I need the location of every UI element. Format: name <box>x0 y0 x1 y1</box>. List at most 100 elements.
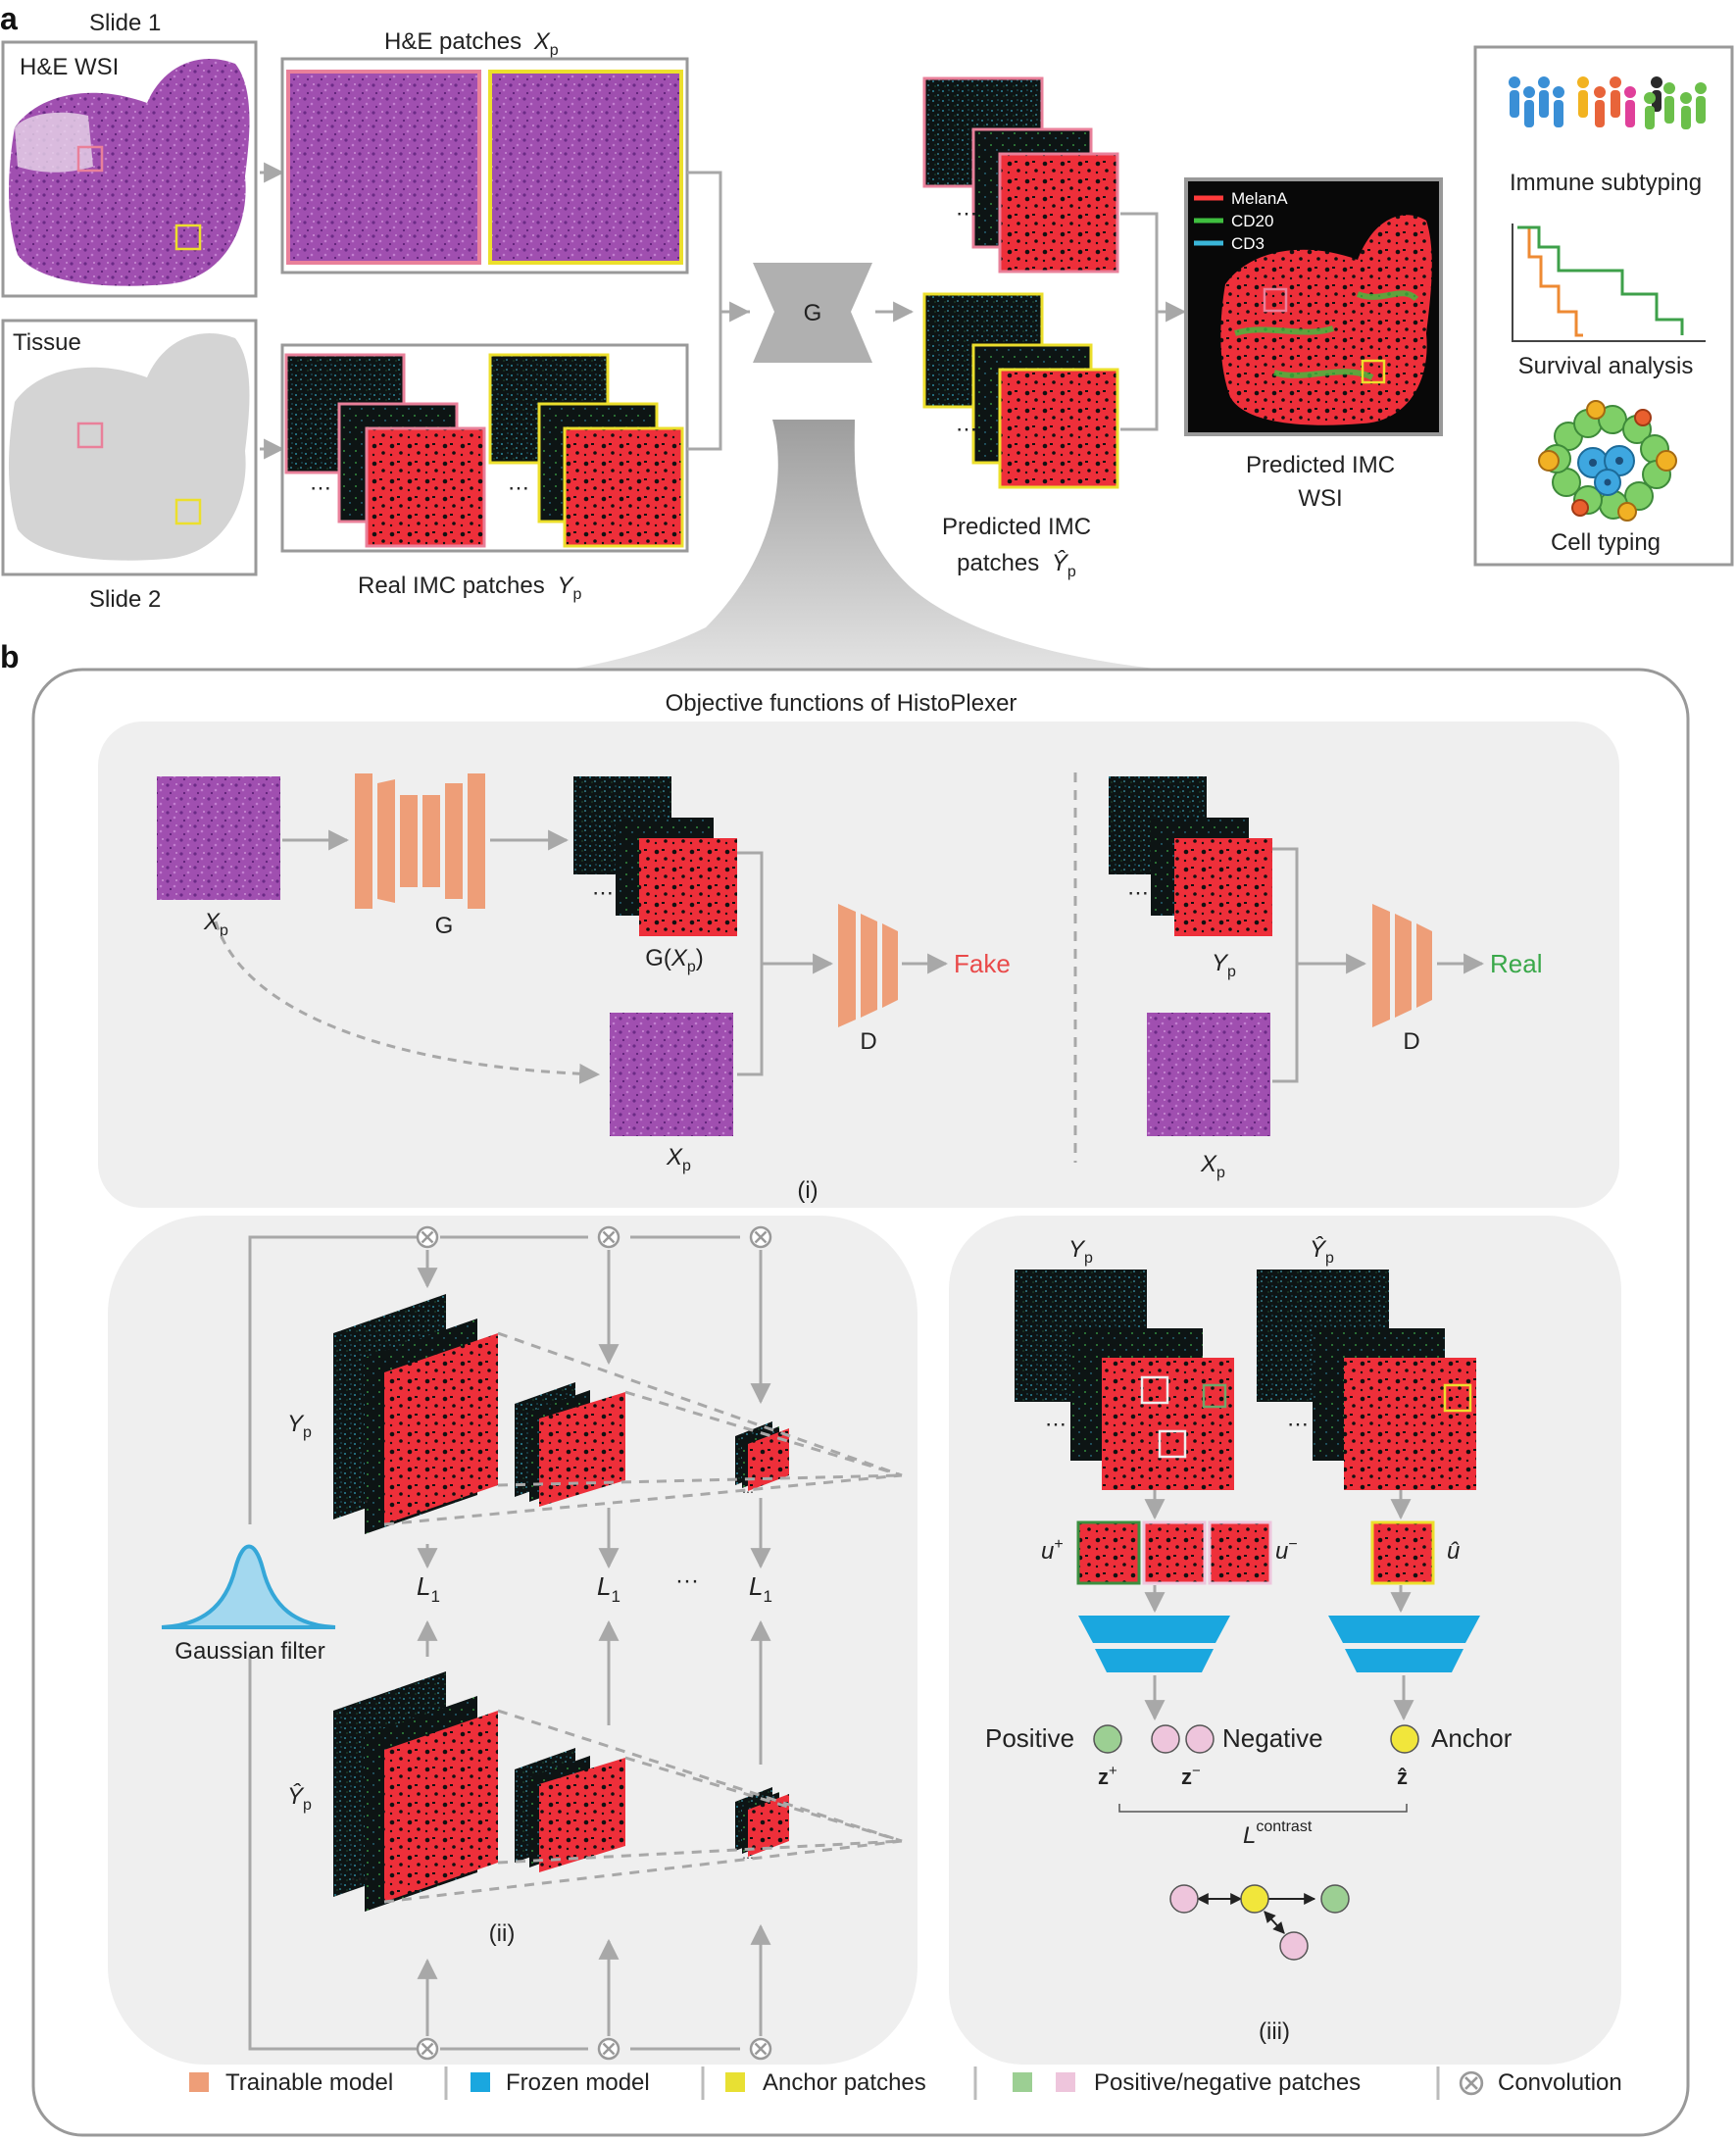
iii-z-minus: z− <box>1181 1763 1201 1789</box>
pred-wsi-line2: WSI <box>1298 485 1342 512</box>
iii-frozen-encoder-1 <box>1078 1616 1230 1672</box>
legend-cd3: CD3 <box>1231 234 1265 253</box>
iii-u-hat: û <box>1447 1538 1460 1565</box>
i-discriminator-fake <box>838 904 898 1027</box>
iii-positive-label: Positive <box>985 1723 1074 1753</box>
convolution-icon <box>1459 2070 1484 2096</box>
pred-wsi-legend: MelanA CD20 CD3 <box>1194 189 1288 253</box>
ii-pyramid-real-lines <box>383 1331 903 1526</box>
i-dashed-skip-arrow <box>214 921 601 1084</box>
ii-pyramid-pred: ⋯ ⋯ <box>333 1671 789 1912</box>
iii-contrast-bracket <box>1118 1804 1408 1813</box>
iii-anchor-patch-roi <box>1443 1383 1472 1413</box>
legend-cd20: CD20 <box>1231 212 1273 230</box>
app-survival-analysis: Survival analysis <box>1518 353 1694 379</box>
i-generator <box>355 773 485 909</box>
iii-positive-embedding <box>1093 1724 1122 1754</box>
ellipsis: ⋯ <box>956 201 977 225</box>
slide1-label: Slide 1 <box>89 10 161 36</box>
slide2-tag: Tissue <box>13 329 81 356</box>
pred-imc-stack-pink: ⋯ <box>922 76 1119 274</box>
ellipsis: ⋯ <box>310 475 331 500</box>
he-patch-pink <box>286 70 481 265</box>
panel-a-letter: a <box>0 1 18 36</box>
slide2-roi-yellow <box>174 498 202 525</box>
ii-pyramid-real: ⋯ ⋯ <box>333 1294 789 1534</box>
convolution-icon <box>416 2037 439 2061</box>
pred-patches-line1: Predicted IMC <box>942 514 1091 540</box>
iii-frozen-encoder-2 <box>1328 1616 1480 1672</box>
ii-ellipsis: ··· <box>675 1568 699 1594</box>
iii-neg-patch-roi-2 <box>1158 1429 1187 1459</box>
panel-b: b Objective functions of HistoPlexer Xp … <box>0 639 1690 2137</box>
legend-anchor-swatch <box>725 2072 745 2092</box>
convolution-icon <box>749 2037 772 2061</box>
gaussian-filter-icon <box>161 1544 336 1629</box>
i-real-stack: ⋯ <box>1109 776 1272 936</box>
ellipsis: ⋯ <box>956 417 977 441</box>
ii-l1-2: L1 <box>749 1571 772 1606</box>
i-gx-label: G(Xp) <box>645 945 704 975</box>
pred-wsi-tissue <box>1220 215 1432 425</box>
legend-negative-swatch <box>1056 2072 1075 2092</box>
iii-z-plus: z+ <box>1098 1763 1117 1789</box>
pred-wsi-roi-yellow <box>1361 359 1386 384</box>
pred-wsi-line1: Predicted IMC <box>1246 452 1395 478</box>
i-xp-patch-2 <box>610 1013 733 1136</box>
slide2-label: Slide 2 <box>89 586 161 613</box>
pred-patches-line2: patches Ŷp <box>957 550 1076 580</box>
i-d-label-fake: D <box>860 1028 876 1055</box>
legend-pos-neg: Positive/negative patches <box>1094 2069 1361 2096</box>
i-xp-label-2: Xp <box>666 1144 691 1174</box>
g-funnel <box>323 420 1304 681</box>
panel-a: a Slide 1 H&E WSI Tissue Slide 2 H&E pat… <box>0 1 1734 681</box>
ii-gaussian-label: Gaussian filter <box>174 1638 324 1665</box>
ii-l1-1: L1 <box>597 1571 620 1606</box>
legend-frozen: Frozen model <box>506 2069 650 2096</box>
he-patches-title: H&E patches Xp <box>384 28 559 59</box>
legend-melana: MelanA <box>1231 189 1288 208</box>
iii-yhat-label: Ŷp <box>1310 1236 1334 1267</box>
slide1-roi-yellow <box>174 224 202 251</box>
ellipsis: ⋯ <box>742 1851 754 1865</box>
he-patch-yellow <box>488 70 683 265</box>
panel-b-legend: Trainable model Frozen model Anchor patc… <box>189 2066 1622 2100</box>
ii-yp-label: Yp <box>287 1411 312 1441</box>
imc-to-g-line <box>687 312 722 451</box>
panel-b-title: Objective functions of HistoPlexer <box>666 690 1017 717</box>
pred-pink-to-wsi-line <box>1120 212 1159 312</box>
iii-neg-patch-roi <box>1140 1375 1169 1405</box>
legend-trainable-swatch <box>189 2072 209 2092</box>
i-g-label: G <box>435 913 454 939</box>
ii-pyramid-pred-lines <box>383 1709 903 1904</box>
app-immune-subtyping: Immune subtyping <box>1510 170 1702 196</box>
ellipsis: ⋯ <box>350 1491 370 1513</box>
iii-u-minus: u− <box>1275 1536 1298 1565</box>
iii-anchor-embedding <box>1390 1724 1419 1754</box>
iii-negative-patch-1 <box>1142 1520 1207 1585</box>
iii-z-hat: ẑ <box>1397 1765 1408 1789</box>
subpanel-i <box>98 722 1619 1208</box>
ellipsis: ⋯ <box>742 1485 754 1499</box>
i-discriminator-real <box>1372 904 1432 1027</box>
panel-b-letter: b <box>0 639 20 674</box>
iii-contrastive-graph <box>1169 1884 1350 1961</box>
real-imc-stack-pink: ⋯ <box>284 353 486 548</box>
iii-negative-embedding-1 <box>1151 1724 1180 1754</box>
convolution-icon <box>749 1225 772 1249</box>
app-cell-typing: Cell typing <box>1551 529 1661 556</box>
iii-u-plus: u+ <box>1041 1536 1064 1565</box>
convolution-icon <box>416 1225 439 1249</box>
iii-negative-patch-2 <box>1208 1520 1272 1585</box>
he-wsi-light-region <box>15 112 93 173</box>
slide1-roi-pink <box>76 145 104 173</box>
legend-frozen-swatch <box>471 2072 490 2092</box>
legend-positive-swatch <box>1013 2072 1032 2092</box>
slide2-roi-pink <box>76 422 104 449</box>
i-tag: (i) <box>797 1177 818 1204</box>
legend-trainable: Trainable model <box>225 2069 393 2096</box>
ii-bottom-line <box>248 1655 419 2051</box>
ellipsis: ⋯ <box>1127 880 1149 905</box>
ellipsis: ⋯ <box>508 475 529 500</box>
